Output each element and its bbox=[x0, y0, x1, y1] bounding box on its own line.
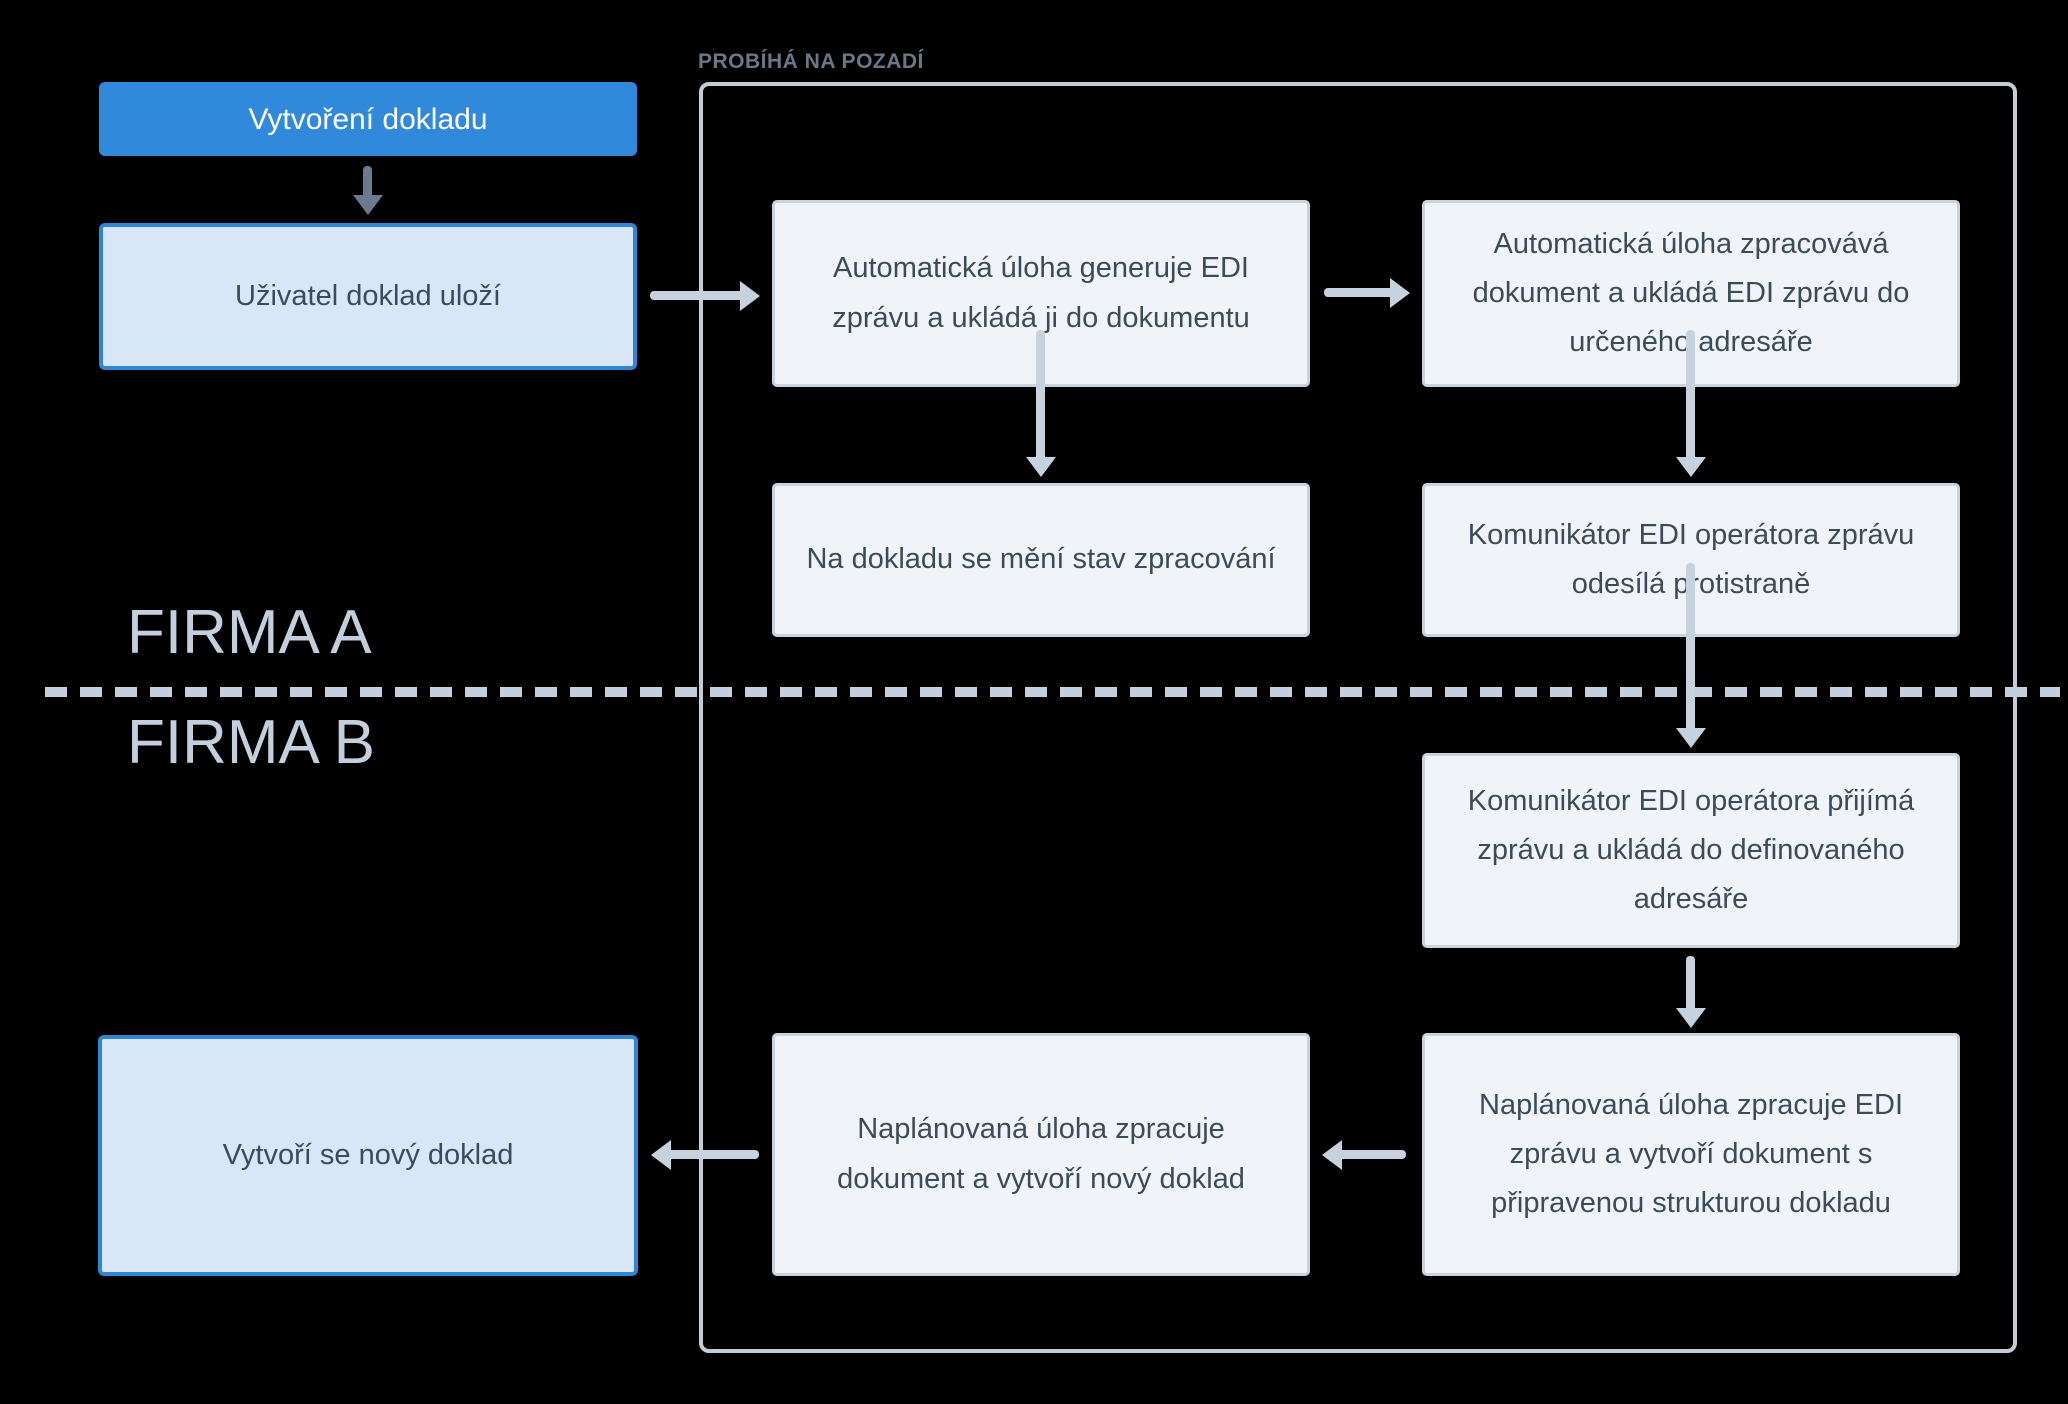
arrow-right-generate-to-process bbox=[1324, 278, 1410, 308]
arrow-down-receive-to-create bbox=[1676, 956, 1706, 1028]
arrow-right-save-to-generate bbox=[650, 281, 760, 311]
lane-label-firma-b: FIRMA B bbox=[127, 708, 376, 777]
arrow-down-generate-to-status bbox=[1026, 330, 1056, 477]
company-lane-divider bbox=[45, 687, 2060, 697]
arrow-down-create-to-save bbox=[353, 166, 383, 215]
node-process-new-document: Naplánovaná úloha zpracuje dokument a vy… bbox=[772, 1033, 1310, 1276]
node-status-change: Na dokladu se mění stav zpracování bbox=[772, 483, 1310, 637]
node-create-document: Vytvoření dokladu bbox=[99, 82, 637, 156]
arrow-down-process-to-send bbox=[1676, 330, 1706, 477]
background-group-label: PROBÍHÁ NA POZADÍ bbox=[698, 50, 924, 73]
node-create-from-edi: Naplánovaná úloha zpracuje EDI zprávu a … bbox=[1422, 1033, 1960, 1276]
arrow-left-process-new-to-new-document bbox=[651, 1140, 759, 1170]
lane-label-firma-a: FIRMA A bbox=[127, 598, 372, 667]
background-group-frame bbox=[699, 82, 2017, 1353]
node-user-saves: Uživatel doklad uloží bbox=[99, 223, 637, 370]
arrow-down-send-to-receive bbox=[1676, 563, 1706, 748]
node-new-document: Vytvoří se nový doklad bbox=[98, 1035, 638, 1276]
arrow-left-create-to-process-new bbox=[1322, 1140, 1406, 1170]
node-receive-message: Komunikátor EDI operátora přijímá zprávu… bbox=[1422, 753, 1960, 948]
